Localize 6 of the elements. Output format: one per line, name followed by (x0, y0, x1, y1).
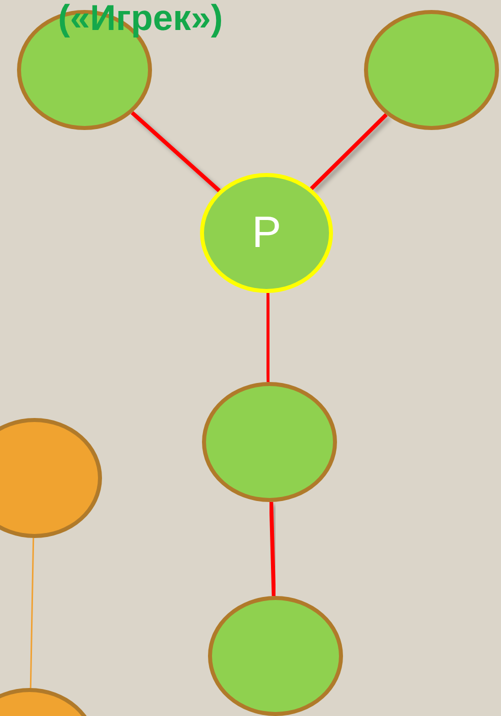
connector-line (30, 538, 34, 688)
connector-line (265, 292, 271, 382)
connector-line (269, 502, 276, 596)
node-label: P (252, 211, 282, 255)
connector-line (130, 111, 221, 192)
connector-line (310, 113, 388, 190)
